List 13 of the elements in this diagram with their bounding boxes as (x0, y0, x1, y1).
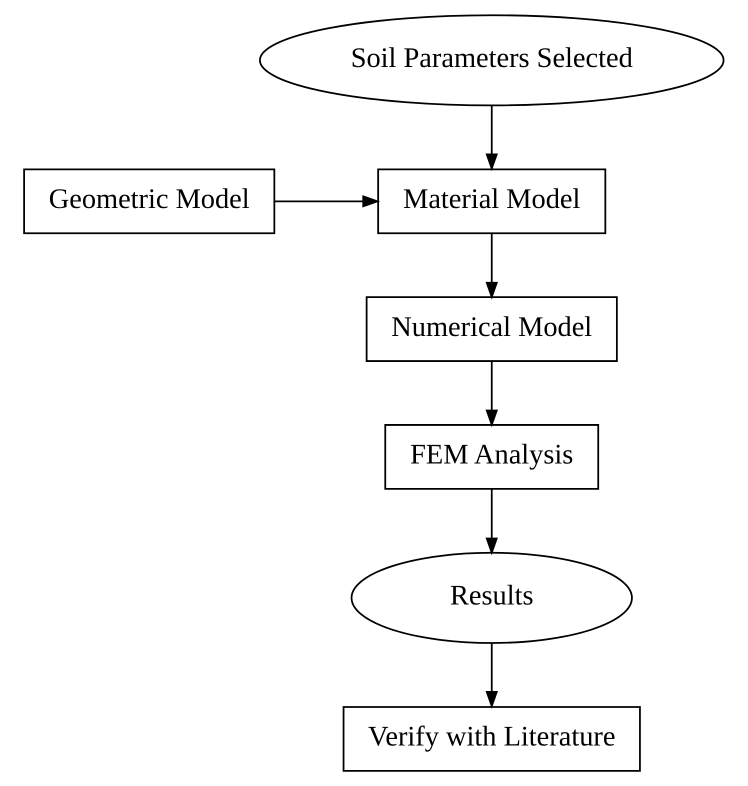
arrow (486, 643, 498, 709)
node-ellipse: Soil Parameters Selected (259, 14, 724, 106)
node-box: FEM Analysis (384, 424, 600, 490)
arrow (486, 106, 498, 172)
node-box: Geometric Model (23, 168, 276, 234)
arrow (486, 489, 498, 556)
node-box: Material Model (377, 168, 606, 234)
arrow (275, 195, 380, 208)
node-ellipse: Results (350, 552, 633, 644)
arrow (486, 362, 498, 428)
arrow (486, 234, 498, 300)
node-box: Numerical Model (366, 296, 618, 362)
node-box: Verify with Literature (342, 706, 641, 772)
